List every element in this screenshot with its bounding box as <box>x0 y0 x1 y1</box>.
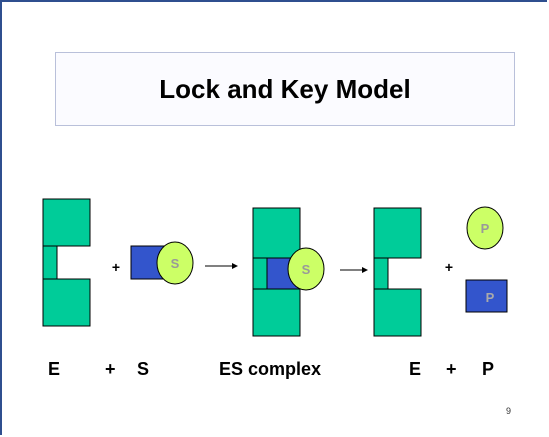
label-p: P <box>482 359 495 379</box>
substrate-label-1: S <box>171 256 180 271</box>
es-complex: S <box>252 207 325 337</box>
label-e-2: E <box>409 359 422 379</box>
product-square: P <box>465 279 508 313</box>
product-square-label: P <box>486 290 495 305</box>
arrow-2 <box>340 267 368 273</box>
label-e-1: E <box>48 359 61 379</box>
product-circle: P <box>466 206 504 250</box>
label-plus-1: + <box>105 359 116 379</box>
substrate-1: S <box>130 241 194 285</box>
title-box: Lock and Key Model <box>55 52 515 126</box>
label-plus-2: + <box>446 359 457 379</box>
plus-sign-2: + <box>445 259 453 275</box>
enzyme-2 <box>373 207 422 337</box>
label-es-complex: ES complex <box>219 359 322 379</box>
plus-sign-1: + <box>112 259 120 275</box>
product-circle-label: P <box>481 221 490 236</box>
substrate-label-2: S <box>302 262 311 277</box>
page-number: 9 <box>506 406 512 416</box>
label-s: S <box>137 359 150 379</box>
enzyme-1 <box>42 198 91 327</box>
slide-title: Lock and Key Model <box>159 73 411 104</box>
arrow-1 <box>205 263 238 269</box>
